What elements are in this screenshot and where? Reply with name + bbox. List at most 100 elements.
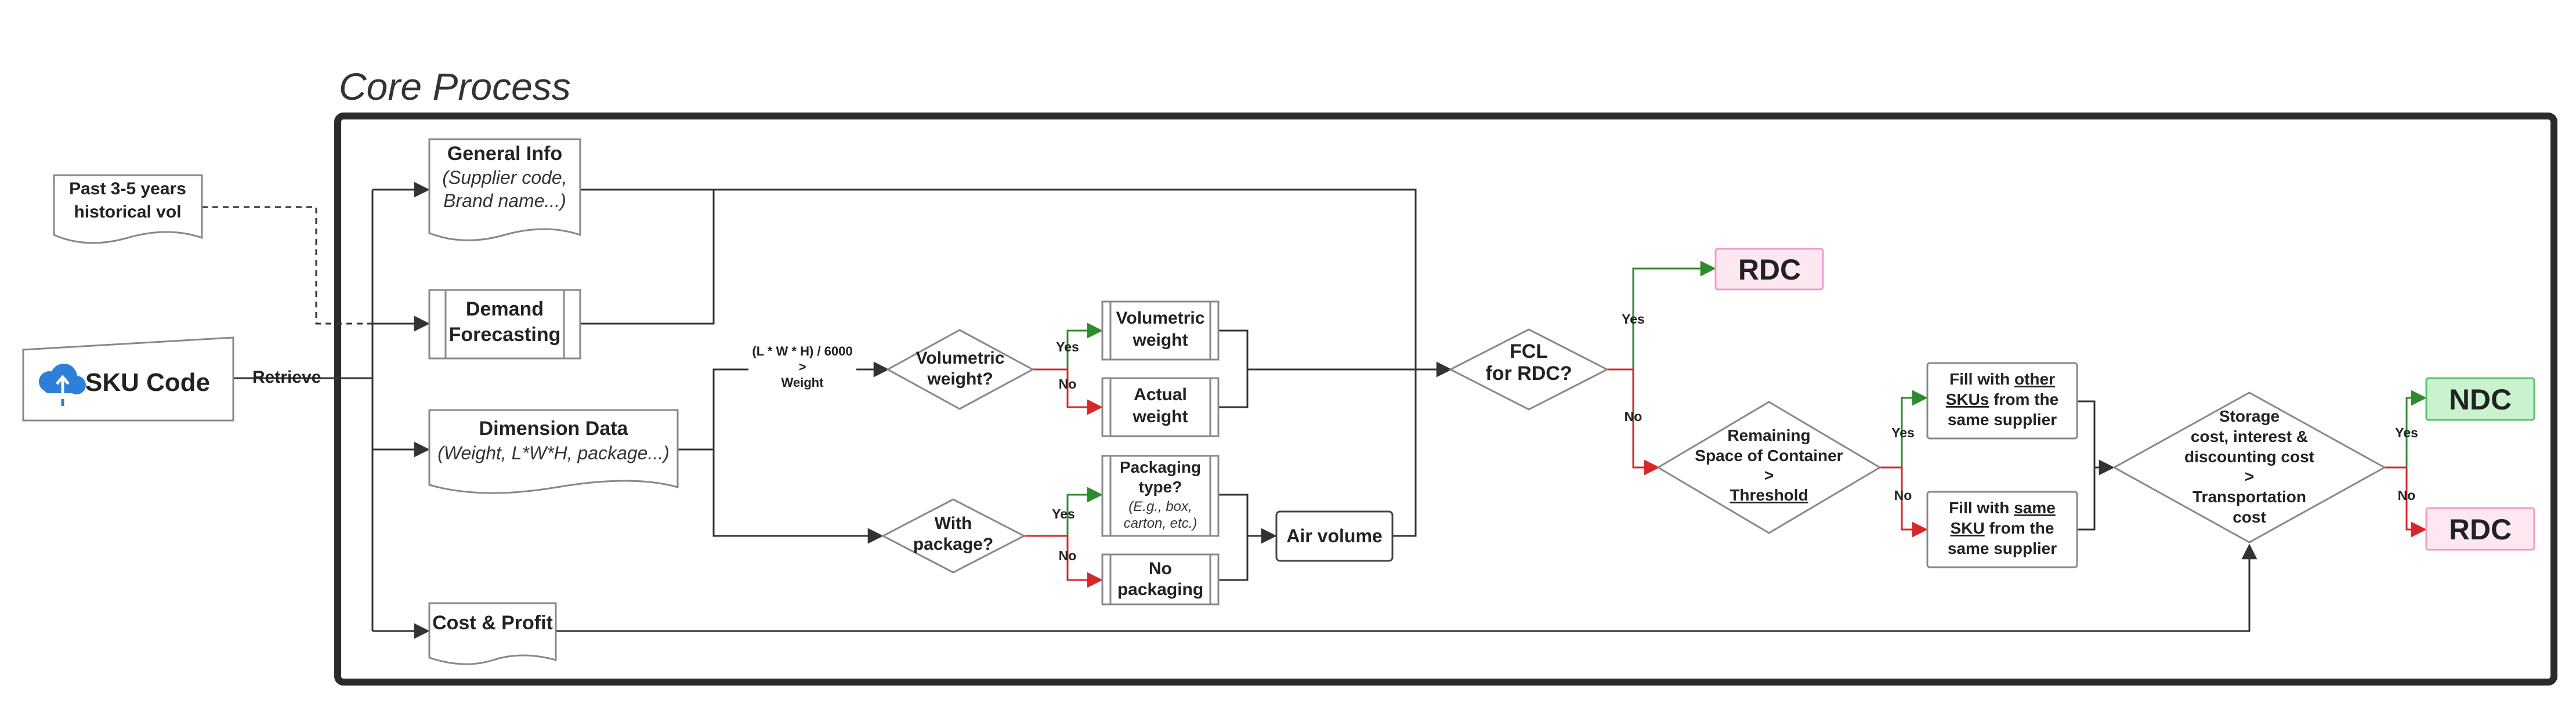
storage-line3: discounting cost	[2184, 448, 2314, 466]
packaging-type-line4: carton, etc.)	[1124, 516, 1197, 531]
page-title: Core Process	[339, 65, 571, 108]
storage-line5: Transportation	[2193, 488, 2306, 506]
rdc-top-node[interactable]: RDC	[1714, 248, 1824, 291]
air-volume-to-fcl	[1392, 369, 1417, 537]
fill-other-skus-node[interactable]: Fill with other SKUs from the same suppl…	[1926, 362, 2078, 440]
storage-line2: cost, interest &	[2191, 427, 2308, 445]
no-package-connector	[1024, 535, 1103, 588]
ndc-label: NDC	[2449, 383, 2512, 416]
branch-labels: Yes No Yes No Yes No Yes No Yes No	[1052, 311, 2418, 563]
volumetric-q-line2: weight?	[927, 369, 993, 389]
rdc-top-label: RDC	[1738, 253, 1801, 286]
storage-cost-decision[interactable]: Storage cost, interest & discounting cos…	[2112, 391, 2387, 543]
rdc-bottom-node[interactable]: RDC	[2425, 507, 2535, 551]
remaining-line4: Threshold	[1730, 486, 1808, 504]
no-packaging-line1: No	[1149, 559, 1172, 578]
yes-remaining-connector	[1901, 390, 1928, 467]
no-label-storage: No	[2398, 488, 2416, 503]
fill-other-line2: SKUs from the	[1946, 390, 2058, 408]
with-package-decision[interactable]: With package?	[881, 498, 1026, 574]
storage-line1: Storage	[2219, 407, 2280, 425]
general-info-line3: Brand name...)	[443, 190, 566, 211]
remaining-space-decision[interactable]: Remaining Space of Container > Threshold	[1656, 401, 1882, 534]
yes-fcl-connector	[1632, 260, 1716, 369]
general-info-to-fcl	[580, 188, 1417, 369]
formula-line2: >	[799, 360, 806, 374]
fill-other-line3: same supplier	[1948, 411, 2057, 429]
fcl-line2: for RDC?	[1485, 362, 1572, 385]
past-vol-line1: Past 3-5 years	[69, 179, 186, 198]
past-vol-connector	[202, 206, 430, 332]
remaining-line1: Remaining	[1727, 426, 1810, 444]
core-process-frame	[334, 113, 2557, 686]
yes-label-storage: Yes	[2395, 425, 2418, 440]
general-info-line2: (Supplier code,	[442, 167, 567, 188]
yes-label-remaining: Yes	[1891, 425, 1915, 440]
packaging-type-line1: Packaging	[1120, 458, 1201, 476]
yes-label-package: Yes	[1052, 506, 1075, 521]
no-label-remaining: No	[1894, 488, 1912, 503]
fill-same-sku-node[interactable]: Fill with same SKU from the same supplie…	[1926, 491, 2078, 568]
yes-label-volumetric: Yes	[1056, 339, 1079, 354]
volumetric-weight-line2: weight	[1133, 331, 1188, 350]
formula-line1: (L * W * H) / 6000	[752, 344, 852, 358]
no-label-package: No	[1059, 548, 1077, 563]
yes-storage-connector	[2405, 390, 2427, 467]
with-package-line2: package?	[913, 535, 993, 554]
volumetric-weight-node[interactable]: Volumetric weight	[1101, 300, 1220, 361]
fcl-line1: FCL	[1510, 340, 1548, 362]
volumetric-q-line1: Volumetric	[916, 349, 1005, 368]
fill-same-line3: same supplier	[1948, 539, 2057, 557]
general-info-title: General Info	[447, 143, 562, 165]
air-volume-label: Air volume	[1286, 525, 1382, 546]
no-storage-connector	[2385, 466, 2427, 538]
no-label-fcl: No	[1625, 409, 1642, 424]
no-label-volumetric: No	[1059, 376, 1077, 391]
general-info-node[interactable]: General Info (Supplier code, Brand name.…	[428, 138, 581, 241]
packaging-type-line3: (E.g., box,	[1128, 499, 1192, 514]
no-remaining-connector	[1880, 466, 1928, 538]
no-packaging-line2: packaging	[1117, 580, 1203, 599]
ndc-node[interactable]: NDC	[2425, 377, 2535, 421]
actual-weight-node[interactable]: Actual weight	[1101, 377, 1220, 437]
actual-weight-line2: weight	[1133, 407, 1188, 426]
dimension-to-package	[712, 449, 884, 544]
demand-line1: Demand	[466, 298, 544, 320]
fill-merge-bracket	[2077, 400, 2096, 531]
remaining-line2: Space of Container	[1695, 447, 1843, 465]
past-vol-node[interactable]: Past 3-5 years historical vol	[53, 174, 203, 244]
actual-weight-line1: Actual	[1134, 385, 1187, 404]
cost-to-storage	[556, 543, 2257, 632]
demand-forecasting-node[interactable]: Demand Forecasting	[428, 289, 581, 360]
packaging-type-line2: type?	[1139, 478, 1182, 496]
no-packaging-node[interactable]: No packaging	[1101, 553, 1220, 606]
cost-profit-node[interactable]: Cost & Profit	[428, 602, 557, 665]
fill-same-line2: SKU from the	[1951, 519, 2054, 537]
weights-merge-bracket	[1218, 329, 1249, 408]
air-volume-node[interactable]: Air volume	[1275, 510, 1394, 562]
fill-other-line1: Fill with other	[1949, 370, 2055, 388]
formula-line3: Weight	[782, 375, 824, 390]
no-fcl-connector	[1607, 368, 1660, 476]
packaging-merge-bracket	[1218, 494, 1249, 581]
dimension-title: Dimension Data	[479, 418, 629, 440]
remaining-line3: >	[1764, 466, 1774, 484]
sku-code-label: SKU Code	[85, 368, 210, 397]
formula-label: (L * W * H) / 6000 > Weight	[748, 341, 856, 393]
cloud-upload-icon	[39, 364, 86, 406]
fill-same-line1: Fill with same	[1949, 499, 2056, 517]
storage-line6: cost	[2233, 508, 2266, 526]
with-package-line1: With	[935, 514, 972, 533]
no-volumetric-connector	[1033, 368, 1103, 415]
fcl-rdc-decision[interactable]: FCL for RDC?	[1448, 328, 1609, 411]
storage-line4: >	[2245, 467, 2254, 485]
dimension-line2: (Weight, L*W*H, package...)	[437, 443, 670, 463]
packaging-type-node[interactable]: Packaging type? (E.g., box, carton, etc.…	[1101, 455, 1220, 537]
yes-volumetric-connector	[1066, 322, 1103, 369]
dimension-data-node[interactable]: Dimension Data (Weight, L*W*H, package..…	[428, 409, 679, 494]
sku-code-node[interactable]: SKU Code	[22, 336, 234, 422]
retrieve-label: Retrieve	[252, 368, 321, 387]
volumetric-weight-decision[interactable]: Volumetric weight?	[885, 329, 1035, 410]
cost-profit-label: Cost & Profit	[432, 612, 553, 634]
